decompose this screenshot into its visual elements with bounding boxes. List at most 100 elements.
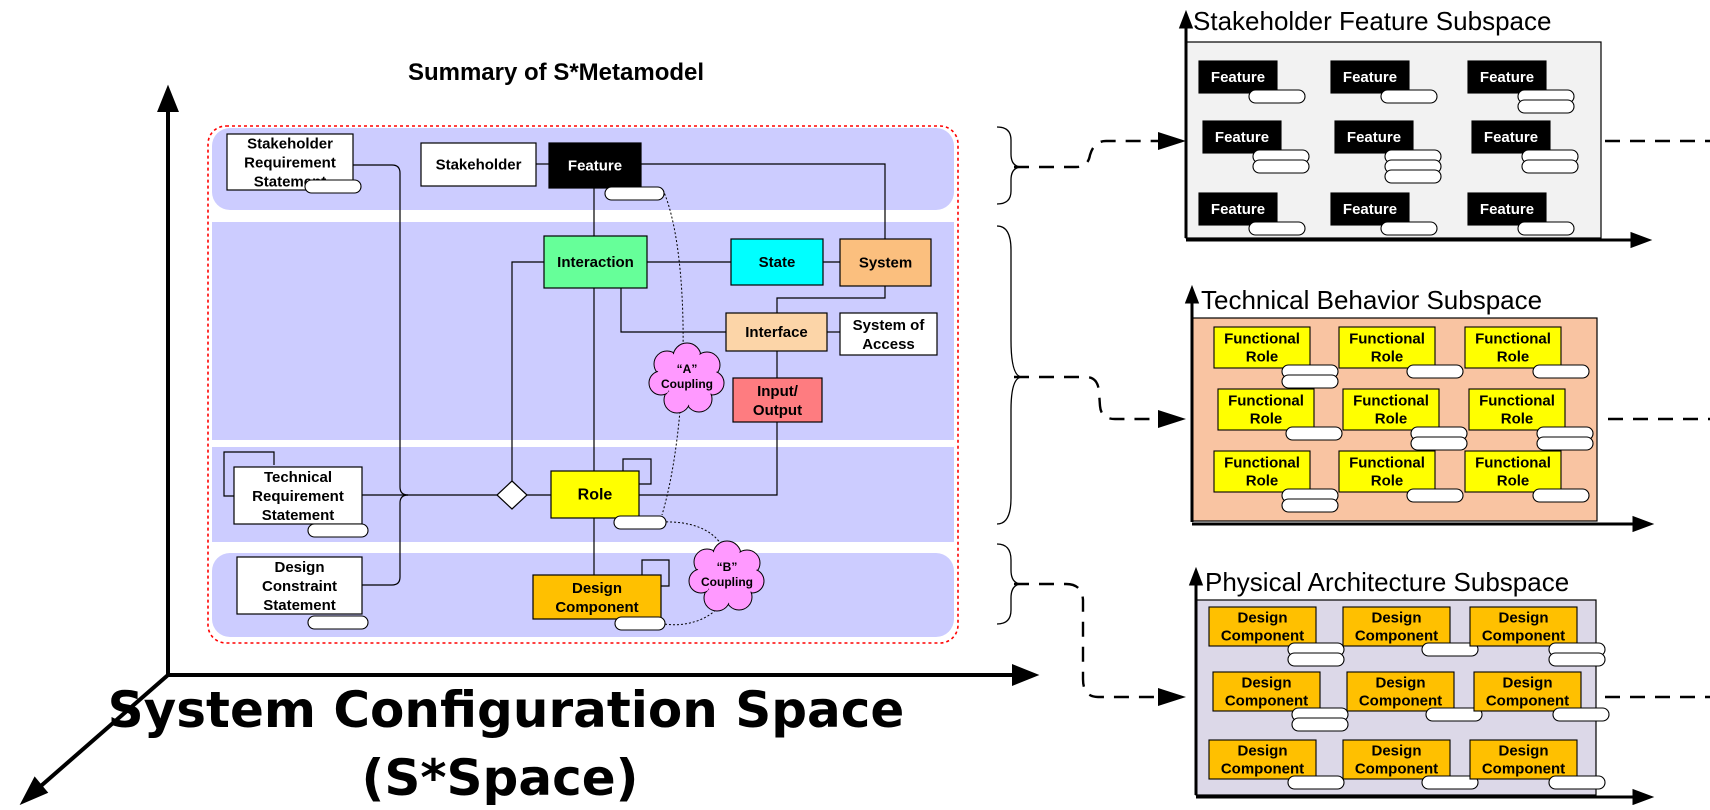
design-component-cell-attribute-pill: [1287, 775, 1345, 790]
functional-role-cell-label: Role: [1371, 349, 1404, 366]
feature-cell-label: Feature: [1343, 201, 1397, 218]
design-component-cell-label: Component: [1225, 693, 1308, 710]
feature-cell-attribute-pill: [1248, 221, 1306, 236]
design-component-cell-box: [1342, 606, 1451, 647]
design-component-cell-box: [1469, 739, 1578, 780]
feature-cell: Feature: [1198, 192, 1306, 236]
role-node-attribute-pill: [613, 515, 667, 530]
stakeholder-node-box: [420, 142, 537, 187]
state-node-box: [730, 238, 824, 286]
functional-role-cell-label: Role: [1497, 473, 1530, 490]
functional-role-cell-label: Functional: [1349, 331, 1425, 348]
functional-role-cell-label: Role: [1246, 349, 1279, 366]
functional-role-cell-box: [1213, 450, 1311, 493]
design-component-cell-box: [1208, 739, 1317, 780]
design-component-cell-label: Component: [1221, 628, 1304, 645]
functional-role-cell-label: Role: [1497, 349, 1530, 366]
system-node: System: [839, 238, 932, 287]
design-component-cell-label: Component: [1486, 693, 1569, 710]
design-component-cell-label: Component: [1355, 761, 1438, 778]
coupling-b-cloud: “B”Coupling: [688, 540, 765, 612]
feature-cell-box: [1198, 60, 1278, 94]
feature-cell-label: Feature: [1484, 129, 1538, 146]
interaction-node-box: [543, 235, 648, 289]
feature-node-label: Feature: [568, 157, 622, 174]
functional-role-cell-attribute-pill: [1532, 364, 1590, 379]
functional-role-cell-label: Functional: [1475, 331, 1551, 348]
interface-node-box: [725, 312, 828, 352]
input-output-node: Input/Output: [732, 377, 823, 423]
design-component-cell-box: [1342, 739, 1451, 780]
interaction-node-label: Interaction: [557, 254, 634, 271]
design-component-node-label: Design: [572, 580, 622, 597]
feature-cell: Feature: [1330, 192, 1438, 236]
design-component-cell-label: Design: [1241, 675, 1291, 692]
feature-cell-label: Feature: [1347, 129, 1401, 146]
design-component-cell-attribute-pill: [1421, 642, 1479, 657]
feature-cell-box: [1334, 120, 1414, 154]
feature-cell: Feature: [1202, 120, 1310, 174]
design-component-cell-attribute-pill: [1425, 707, 1483, 722]
design-component-cell-attribute-pill: [1287, 652, 1345, 667]
state-node-label: State: [759, 254, 796, 271]
feature-cell-attribute-pill: [1380, 89, 1438, 104]
stakeholder-feature-subspace-title: Stakeholder Feature Subspace: [1193, 6, 1551, 36]
feature-cell-box: [1198, 192, 1278, 226]
functional-role-cell-label: Functional: [1349, 455, 1425, 472]
system-of-access-node-label: System of: [853, 317, 926, 334]
functional-role-cell-label: Functional: [1228, 393, 1304, 410]
design-component-cell-label: Design: [1371, 610, 1421, 627]
metamodel-title: Summary of S*Metamodel: [408, 59, 704, 86]
design-component-cell-label: Design: [1498, 610, 1548, 627]
feature-cell-attribute-pill: [1521, 159, 1579, 174]
feature-cell-attribute-pill: [1517, 99, 1575, 114]
design-component-cell-label: Design: [1371, 743, 1421, 760]
feature-node-attribute-pill: [604, 186, 665, 201]
interaction-node: Interaction: [543, 235, 648, 289]
functional-role-cell-label: Functional: [1224, 455, 1300, 472]
space-title-line2: (S*Space): [362, 749, 639, 805]
feature-node: Feature: [548, 142, 665, 201]
feature-cell-attribute-pill: [1380, 221, 1438, 236]
feature-cell-label: Feature: [1343, 69, 1397, 86]
feature-cell-label: Feature: [1211, 201, 1265, 218]
physical-architecture-subspace: Physical Architecture Subspace DesignCom…: [1188, 566, 1655, 806]
role-node-label: Role: [578, 487, 613, 504]
system-node-box: [839, 238, 932, 287]
feature-cell-box: [1467, 192, 1547, 226]
functional-role-cell-label: Role: [1371, 473, 1404, 490]
design-component-cell-label: Component: [1359, 693, 1442, 710]
coupling-b-cloud-label: Coupling: [701, 575, 753, 589]
design-component-cell-box: [1208, 606, 1317, 647]
technical-requirement-statement-label: Requirement: [252, 488, 344, 505]
functional-role-cell-attribute-pill: [1410, 436, 1468, 451]
technical-requirement-statement-attribute-pill: [307, 523, 369, 538]
feature-cell: Feature: [1467, 60, 1575, 114]
feature-cell-label: Feature: [1480, 201, 1534, 218]
feature-cell-box: [1330, 60, 1410, 94]
feature-cell: Feature: [1330, 60, 1438, 104]
functional-role-cell-attribute-pill: [1406, 488, 1464, 503]
interface-node: Interface: [725, 312, 828, 352]
design-component-cell-attribute-pill: [1291, 717, 1349, 732]
functional-role-cell-label: Functional: [1224, 331, 1300, 348]
functional-role-cell-label: Role: [1250, 411, 1283, 428]
functional-role-cell-label: Role: [1375, 411, 1408, 428]
metamodel-frame: [207, 125, 959, 644]
feature-cell-label: Feature: [1211, 69, 1265, 86]
functional-role-cell-attribute-pill: [1532, 488, 1590, 503]
